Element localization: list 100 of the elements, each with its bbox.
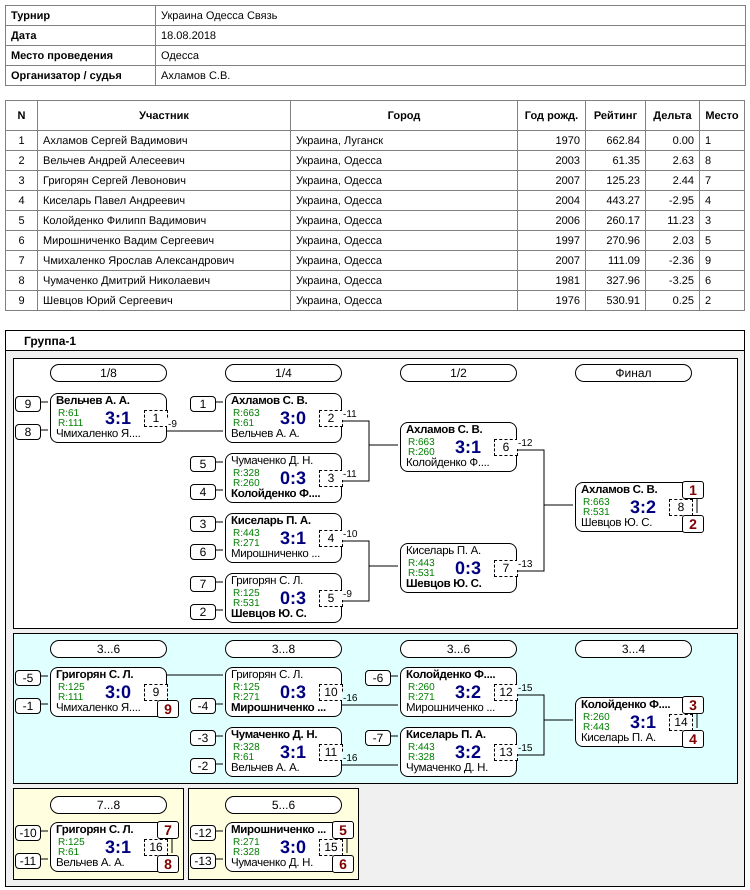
place-badge: 1 (682, 481, 704, 499)
edge-label: -15 (517, 683, 534, 694)
player-name: Вельчев А. А. (231, 429, 300, 440)
match-number: 4 (319, 530, 343, 547)
edge-label: -16 (342, 693, 358, 704)
bracket-line (696, 496, 698, 514)
match-card (225, 393, 342, 443)
rating: R:260 (408, 448, 435, 458)
bracket-line (340, 764, 398, 766)
round-header: Финал (575, 364, 692, 382)
player-name: Григорян С. Л. (56, 825, 134, 836)
rating: R:271 (233, 539, 260, 549)
rating: R:260 (233, 479, 260, 489)
score: 3:2 (454, 743, 482, 761)
seed-box: 2 (190, 604, 216, 620)
seed-box: 6 (190, 544, 216, 560)
rating: R:271 (233, 693, 260, 703)
player-name: Чумаченко Д. Н. (406, 763, 488, 774)
place-badge: 3 (682, 696, 704, 714)
rating: R:271 (233, 838, 260, 848)
edge-label: -10 (342, 529, 358, 540)
seed-box: -2 (190, 758, 216, 774)
match-number: 9 (144, 684, 168, 701)
table-cell: 2 (699, 290, 745, 311)
score: 3:0 (278, 409, 307, 427)
match-card (225, 513, 342, 563)
score: 0:3 (278, 683, 307, 701)
player-name: Григорян С. Л. (56, 670, 134, 682)
table-cell: Организатор / судья (5, 65, 156, 86)
table-cell: Турнир (5, 5, 156, 26)
player-name: Ахламов С. В. (231, 396, 308, 408)
score: 3:1 (628, 713, 657, 731)
player-name: Шевцов Ю. С. (406, 579, 482, 590)
match-card (400, 543, 517, 593)
edge-label: -9 (342, 589, 353, 600)
bracket-line (38, 830, 48, 832)
rating: R:260 (408, 683, 435, 693)
seed-box: -12 (190, 825, 216, 841)
place-badge: 5 (332, 821, 354, 839)
match-number: 7 (494, 560, 518, 577)
match-number: 6 (494, 439, 518, 456)
match-card (400, 422, 517, 472)
edge-label: -15 (517, 743, 534, 754)
match-number: 11 (319, 744, 343, 761)
round-header: 3...6 (400, 640, 517, 658)
rating: R:531 (408, 569, 435, 579)
rating: R:328 (408, 753, 435, 763)
score: 3:1 (104, 409, 132, 427)
rating: R:531 (583, 508, 610, 518)
match-card (400, 727, 517, 777)
place-badge: 2 (682, 515, 704, 533)
seed-box: 3 (190, 516, 216, 532)
bracket-line (214, 858, 224, 860)
match-number: 2 (319, 410, 343, 427)
round-header: 1/2 (400, 364, 517, 382)
player-name: Мирошниченко ... (231, 825, 326, 836)
seed-box: 7 (190, 576, 216, 592)
edge-label: -11 (342, 469, 358, 480)
rating: R:111 (58, 419, 84, 429)
round-header: 3...6 (50, 640, 167, 658)
score: 0:3 (454, 559, 482, 577)
player-name: Чумаченко Д. Н. (231, 730, 318, 742)
score: 3:1 (454, 438, 482, 456)
player-name: Чумаченко Д. Н. (231, 858, 314, 870)
edge-label: -16 (342, 753, 358, 764)
place-badge: 7 (157, 821, 179, 839)
match-card (225, 453, 342, 503)
round-header: 7...8 (50, 796, 167, 814)
player-name: Шевцов Ю. С. (581, 518, 652, 530)
player-name: Колойденко Ф.... (406, 458, 490, 470)
seed-box: -3 (190, 730, 216, 746)
score: 0:3 (278, 469, 307, 487)
rating: R:663 (583, 498, 610, 508)
seed-box: -11 (15, 853, 41, 869)
player-name: Чумаченко Д. Н. (231, 456, 314, 468)
seed-box: -6 (365, 670, 391, 686)
player-name: Мирошниченко ... (231, 703, 326, 714)
match-number: 12 (494, 684, 518, 701)
rating: R:328 (233, 848, 260, 858)
player-name: Киселарь П. А. (406, 730, 486, 742)
bracket-line (696, 712, 698, 728)
player-name: Киселарь П. А. (406, 546, 481, 558)
score: 3:0 (278, 838, 307, 856)
match-card (400, 667, 517, 717)
group-panel (5, 330, 745, 887)
round-header: 3...4 (575, 640, 692, 658)
bracket-line (164, 430, 224, 432)
player-name: Григорян С. Л. (231, 670, 304, 682)
match-number: 1 (144, 410, 168, 427)
edge-label: -9 (167, 419, 178, 430)
rating: R:125 (58, 683, 85, 693)
score: 3:2 (454, 683, 482, 701)
bracket-line (164, 674, 224, 676)
table-cell: 9 (5, 290, 38, 311)
rating: R:531 (233, 599, 260, 609)
player-name: Чмихаленко Я.... (56, 703, 141, 714)
score: 3:1 (278, 743, 307, 761)
seed-box: -1 (15, 698, 41, 714)
place-badge: 9 (157, 700, 179, 718)
rating: R:663 (233, 409, 260, 419)
